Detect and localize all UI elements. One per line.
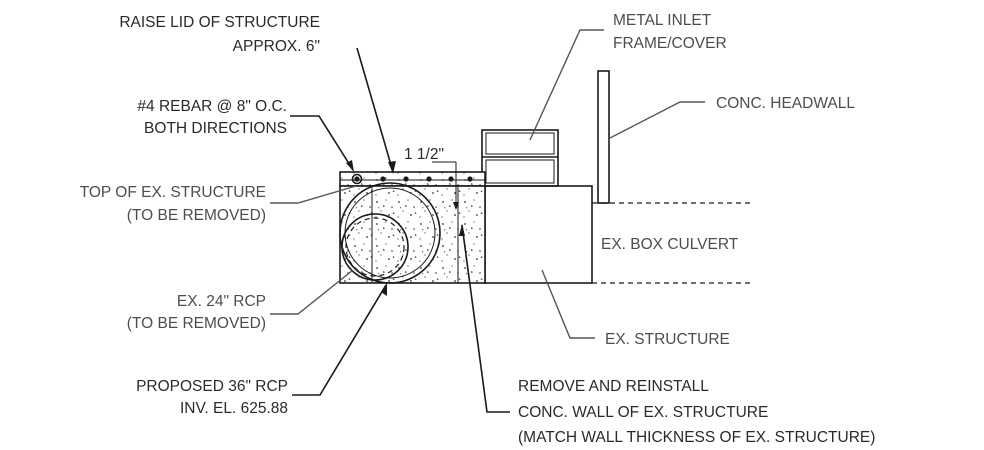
remove-line3: (MATCH WALL THICKNESS OF EX. STRUCTURE)	[518, 429, 875, 446]
rebar-line1: #4 REBAR @ 8" O.C.	[137, 98, 287, 115]
headwall-text: CONC. HEADWALL	[716, 95, 855, 112]
prop-rcp-line1: PROPOSED 36" RCP	[136, 378, 288, 395]
ex-24-rcp	[341, 213, 409, 281]
label-remove: REMOVE AND REINSTALL CONC. WALL OF EX. S…	[518, 378, 875, 446]
leader-prop-rcp	[292, 283, 387, 396]
ex-structure-body	[484, 185, 593, 284]
metal-inlet-line1: METAL INLET	[613, 12, 712, 29]
label-prop-rcp: PROPOSED 36" RCP INV. EL. 625.88	[136, 378, 288, 417]
metal-inlet-line2: FRAME/COVER	[613, 35, 727, 52]
label-ex-structure: EX. STRUCTURE	[605, 331, 730, 348]
label-box-culvert: EX. BOX CULVERT	[601, 236, 739, 253]
raise-lid-line1: RAISE LID OF STRUCTURE	[119, 14, 320, 31]
box-culvert-text: EX. BOX CULVERT	[601, 236, 739, 253]
conc-headwall	[597, 70, 610, 204]
leader-remove	[459, 224, 510, 413]
top-ex-line1: TOP OF EX. STRUCTURE	[80, 184, 266, 201]
leader-top-ex	[270, 185, 357, 204]
leader-raise-lid	[356, 47, 396, 174]
rebar-line2: BOTH DIRECTIONS	[144, 120, 287, 137]
label-top-ex: TOP OF EX. STRUCTURE (TO BE REMOVED)	[80, 184, 266, 224]
remove-line1: REMOVE AND REINSTALL	[518, 378, 709, 395]
leader-rebar	[290, 115, 354, 172]
ex-structure-text: EX. STRUCTURE	[605, 331, 730, 348]
raise-lid-line2: APPROX. 6"	[233, 38, 320, 55]
remove-line2: CONC. WALL OF EX. STRUCTURE	[518, 404, 768, 421]
ex-rcp-line1: EX. 24" RCP	[177, 293, 266, 310]
leader-ex-structure	[541, 269, 595, 339]
rebar-dots	[351, 173, 473, 185]
leader-headwall	[609, 101, 705, 139]
label-metal-inlet: METAL INLET FRAME/COVER	[613, 12, 727, 52]
dimension-label: 1 1/2"	[404, 146, 444, 163]
label-raise-lid: RAISE LID OF STRUCTURE APPROX. 6"	[119, 14, 320, 55]
leader-ex-rcp	[270, 269, 354, 315]
leader-metal-inlet	[529, 29, 604, 141]
label-ex-rcp: EX. 24" RCP (TO BE REMOVED)	[127, 293, 266, 332]
dimension-marker: 1 1/2"	[404, 146, 459, 210]
label-rebar: #4 REBAR @ 8" O.C. BOTH DIRECTIONS	[137, 98, 287, 137]
ex-rcp-line2: (TO BE REMOVED)	[127, 315, 266, 332]
prop-rcp-line2: INV. EL. 625.88	[180, 400, 288, 417]
label-headwall: CONC. HEADWALL	[716, 95, 855, 112]
top-ex-line2: (TO BE REMOVED)	[127, 207, 266, 224]
metal-inlet-frame-cover	[481, 129, 559, 187]
